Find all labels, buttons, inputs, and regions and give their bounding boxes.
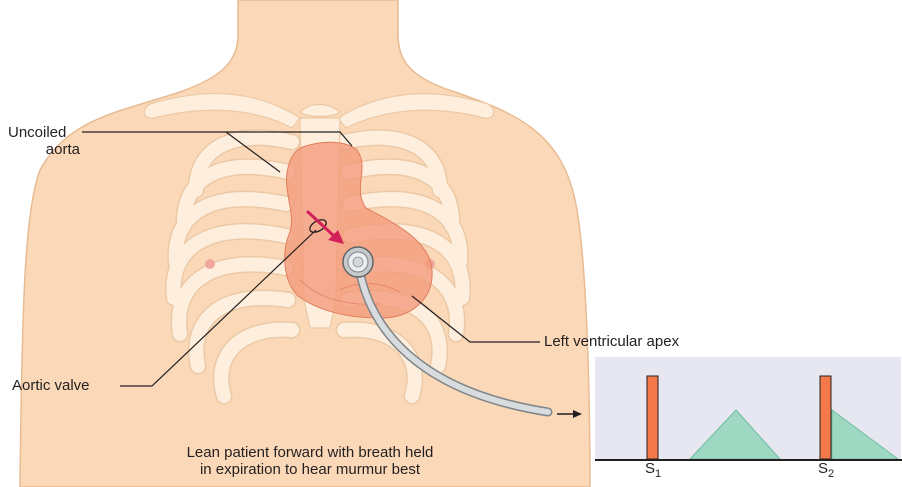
s2-sound-bar	[820, 376, 831, 459]
s2-label-subscript: 2	[828, 468, 834, 480]
s1-label: S1	[645, 460, 661, 480]
stethoscope-chestpiece-icon	[343, 247, 373, 277]
phonocardiogram	[595, 357, 902, 460]
s1-sound-bar	[647, 376, 658, 459]
aortic-valve-label: Aortic valve	[12, 377, 90, 394]
s2-label-letter: S	[818, 460, 828, 477]
uncoiled-aorta-label: Uncoiled aorta	[8, 124, 80, 158]
uncoiled-aorta-label-line2: aorta	[8, 141, 80, 158]
left-ventricular-apex-label: Left ventricular apex	[544, 333, 679, 350]
figure-caption: Lean patient forward with breath held in…	[130, 444, 490, 478]
caption-line-2: in expiration to hear murmur best	[130, 461, 490, 478]
s1-label-subscript: 1	[655, 468, 661, 480]
right-nipple	[205, 259, 215, 269]
caption-line-1: Lean patient forward with breath held	[130, 444, 490, 461]
uncoiled-aorta-label-line1: Uncoiled	[8, 124, 80, 141]
s2-label: S2	[818, 460, 834, 480]
s1-label-letter: S	[645, 460, 655, 477]
